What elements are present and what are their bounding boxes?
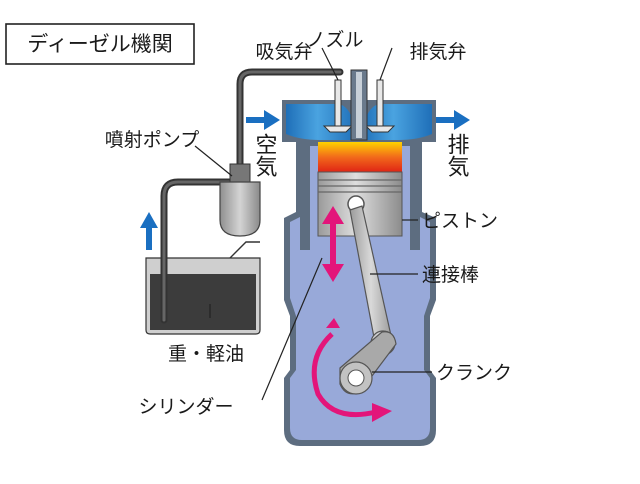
leader-lines (194, 47, 432, 401)
air-label: 空気 (252, 133, 278, 177)
fuel-tank (145, 241, 261, 335)
fuel-pipes (160, 68, 344, 324)
exhaust-out-arrow (436, 110, 470, 130)
fuel-label: 重・軽油 (168, 343, 244, 365)
intake-valve-label: 吸気弁 (255, 41, 312, 63)
fuel-fill (150, 274, 256, 330)
crank (339, 331, 397, 395)
cylinder-label: シリンダー (138, 396, 233, 418)
exhaust-label: 排気 (444, 133, 470, 177)
combustion-chamber (318, 142, 402, 172)
injection-pump (219, 163, 261, 237)
injection-pump-label: 噴射ポンプ (105, 129, 199, 151)
fuel-up-arrow (140, 212, 158, 250)
exhaust-valve-label: 排気弁 (409, 41, 466, 63)
flow-arrows (140, 110, 470, 250)
nozzle-label: ノズル (306, 29, 363, 51)
piston-motion-arrow (322, 206, 344, 282)
title-box: ディーゼル機関 (5, 23, 195, 65)
crank-rotation-arrow (311, 318, 392, 422)
air-in-arrow (246, 110, 280, 130)
nozzle (350, 69, 368, 141)
connecting-rod-label: 連接棒 (422, 264, 479, 286)
diagram-title: ディーゼル機関 (27, 32, 173, 56)
piston-label: ピストン (422, 210, 498, 232)
intake-valve (322, 79, 354, 133)
crank-label: クランク (436, 362, 512, 384)
